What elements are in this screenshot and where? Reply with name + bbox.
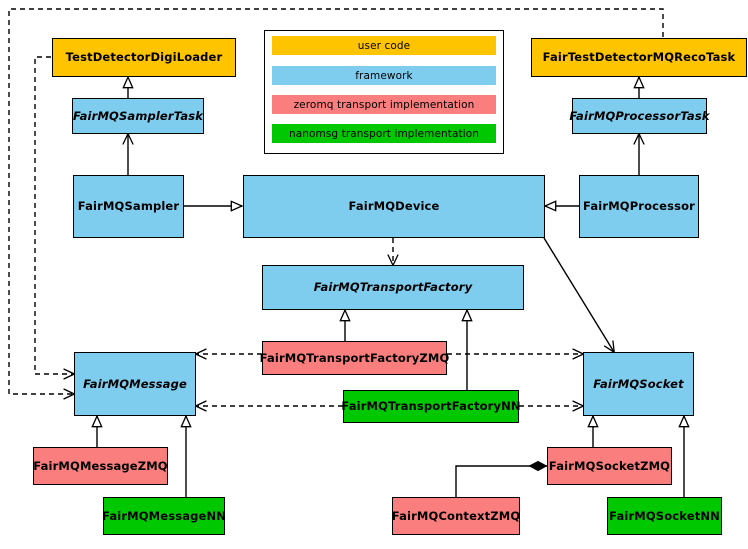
node-label: FairMQTransportFactory: [313, 280, 473, 295]
node-fairmqtransportfactory[interactable]: FairMQTransportFactory: [262, 265, 524, 310]
legend-label: framework: [355, 69, 413, 82]
legend-label: user code: [357, 39, 411, 52]
node-fairmqsocket[interactable]: FairMQSocket: [583, 352, 694, 416]
edge-digiloader-to-message: [34, 56, 74, 374]
edge-device-to-socket: [543, 237, 614, 352]
node-label: FairMQMessageZMQ: [33, 458, 168, 473]
legend-label: zeromq transport implementation: [293, 98, 475, 111]
node-fairmqsocketnn[interactable]: FairMQSocketNN: [607, 497, 722, 535]
node-label: FairMQContextZMQ: [391, 508, 521, 523]
node-fairtestdetectormqrecotask[interactable]: FairTestDetectorMQRecoTask: [531, 38, 747, 77]
node-label: FairMQSocket: [593, 376, 684, 391]
node-label: FairMQSocketNN: [609, 508, 720, 523]
node-fairmqsampler[interactable]: FairMQSampler: [73, 175, 184, 238]
node-label: FairMQProcessor: [583, 199, 695, 214]
node-fairmqmessagenn[interactable]: FairMQMessageNN: [102, 497, 226, 535]
legend-item-user-code: user code: [272, 36, 496, 55]
node-label: FairMQMessage: [83, 376, 187, 391]
node-fairmqsocketzmq[interactable]: FairMQSocketZMQ: [547, 447, 672, 485]
node-label: FairMQProcessorTask: [569, 108, 710, 123]
node-label: FairMQTransportFactoryNN: [341, 399, 521, 414]
node-fairmqcontextzmq[interactable]: FairMQContextZMQ: [392, 497, 520, 535]
legend-item-zeromq: zeromq transport implementation: [272, 95, 496, 114]
node-label: FairMQSocketZMQ: [548, 458, 671, 473]
legend-item-framework: framework: [272, 66, 496, 85]
node-fairmqtransportfactorynn[interactable]: FairMQTransportFactoryNN: [341, 390, 521, 423]
node-label: TestDetectorDigiLoader: [65, 50, 223, 65]
legend-label: nanomsg transport implementation: [288, 127, 480, 140]
node-fairmqmessagezmq[interactable]: FairMQMessageZMQ: [33, 447, 168, 485]
node-fairmqprocessor[interactable]: FairMQProcessor: [579, 175, 699, 238]
node-testdetectordigiloader[interactable]: TestDetectorDigiLoader: [52, 38, 236, 77]
node-label: FairMQDevice: [348, 199, 440, 214]
node-fairmqtransportfactoryzmq[interactable]: FairMQTransportFactoryZMQ: [259, 341, 450, 375]
node-label: FairMQMessageNN: [102, 508, 226, 523]
node-label: FairMQTransportFactoryZMQ: [259, 350, 450, 365]
node-label: FairTestDetectorMQRecoTask: [542, 50, 736, 65]
node-fairmqsamplertask[interactable]: FairMQSamplerTask: [72, 98, 204, 134]
node-label: FairMQSamplerTask: [72, 108, 204, 123]
node-fairmqprocessortask[interactable]: FairMQProcessorTask: [569, 98, 710, 134]
node-fairmqdevice[interactable]: FairMQDevice: [243, 175, 545, 238]
node-fairmqmessage[interactable]: FairMQMessage: [74, 352, 196, 416]
legend-item-nanomsg: nanomsg transport implementation: [272, 124, 496, 143]
node-label: FairMQSampler: [77, 199, 180, 214]
